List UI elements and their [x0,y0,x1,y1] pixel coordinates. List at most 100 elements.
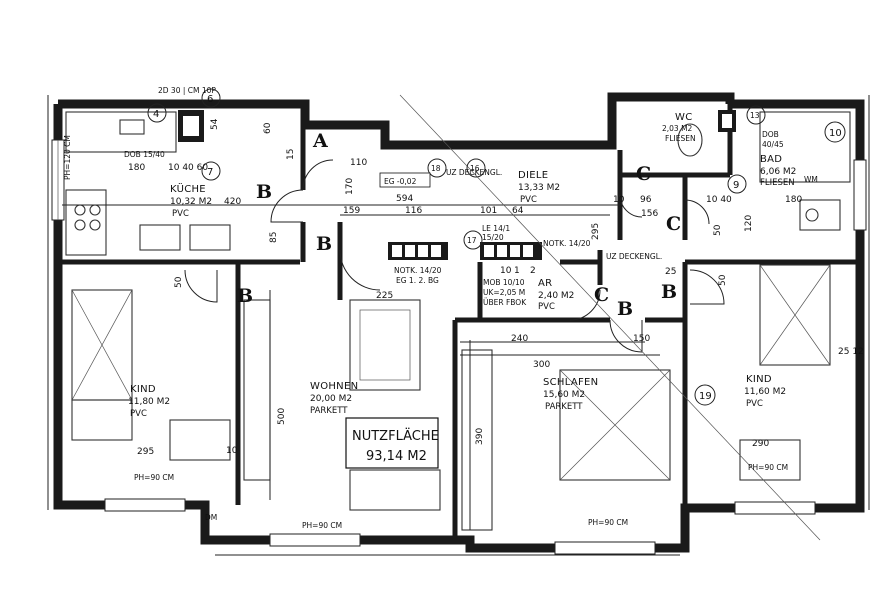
room-labels: KÜCHE 10,32 M2 PVC DIELE 13,33 M2 PVC WC… [128,112,796,419]
toilet [677,123,703,157]
door-schlafen [609,319,643,353]
window-kind-left [104,498,186,512]
circle-16 [466,158,486,178]
dim-85: 85 [269,232,279,243]
bath-flue-inner [722,114,732,128]
notes: EG -0,02 UZ DECKENGL. UZ DECKENGL. NOTK.… [124,86,818,522]
bath-num: 40/45 [762,140,784,149]
door-mark-c1: C [636,163,651,185]
dim-96: 96 [640,195,652,205]
window-schlafen [554,541,656,555]
dimension-lines [62,94,821,541]
kitchen-chair-2 [189,224,231,251]
circle-9-label: 9 [733,180,739,191]
room-kind-left-material: PVC [130,409,147,419]
circle-16-label: 16 [470,164,480,173]
room-ar-material: PVC [538,302,555,312]
dim-15: 15 [286,149,296,160]
dm-label: DM [205,513,217,522]
room-kind-right-area: 11,60 M2 [744,387,786,397]
dim-150: 150 [633,334,650,344]
wardrobe-schlafen [461,349,493,531]
ph-labels: PH=90 CM PH=90 CM PH=90 CM PH=90 CM PH=1… [63,135,788,530]
circle-4-label: 4 [153,109,159,120]
room-kind-left-area: 11,80 M2 [128,397,170,407]
room-wohnen-area: 20,00 M2 [310,394,352,404]
circle-17-label: 17 [467,236,477,245]
door-marks: A B B B B B C C C [237,130,681,320]
interior-walls [62,104,860,548]
room-wc-name: WC [675,112,692,123]
room-diele-area: 13,33 M2 [518,183,560,193]
level-box [379,172,431,188]
bath-sink-basin [805,208,819,222]
shaft-cell-2 [405,245,415,257]
dim-300: 300 [533,360,550,370]
kitchen-counter-top [65,111,177,153]
kitchen-sink [119,119,145,135]
room-wohnen-name: WOHNEN [310,381,358,392]
room-ar-name: AR [538,278,552,289]
room-diele-material: PVC [520,195,537,205]
door-mark-b4: B [617,298,633,320]
circle-9 [727,174,747,194]
door-mark-c3: C [594,284,609,306]
door-ar [569,289,601,321]
room-wohnen-material: PARKETT [310,406,348,416]
mob-3: ÜBER FBOK [483,298,527,307]
windows [51,139,867,555]
dimension-texts: 180 10 40 60 420 170 110 594 159 116 101… [128,118,864,457]
stove-burner-2 [89,204,101,216]
circle-6-label: 6 [207,94,213,105]
door-bad [684,199,710,225]
window-wohnen [269,533,361,547]
room-diele-name: DIELE [518,170,548,181]
ph-kind-right: PH=90 CM [748,463,788,472]
room-kind-left-name: KIND [130,384,156,395]
circle-numbers: 4 6 7 18 16 17 9 13 10 19 [147,88,846,406]
wardrobe-kind-left [71,399,133,441]
furniture [65,111,851,531]
dim-295a: 295 [137,447,154,457]
kitchen-dob: DOB 15/40 [124,150,165,159]
circle-13-label: 13 [750,111,760,120]
stove-burner-3 [74,219,86,231]
ph-kitchen-side: PH=120 CM [63,135,72,180]
stove-burner-1 [74,204,86,216]
ph-wohnen: PH=90 CM [302,521,342,530]
shaft2-cell-2 [497,245,507,257]
circle-17 [463,230,483,250]
kitchen-flue-inner [183,116,199,136]
dim-156: 156 [641,209,658,219]
le-line: LE 14/1 [482,224,510,233]
dim-170: 170 [345,178,355,195]
bath-dob: DOB [762,130,779,139]
shaft2-cell-1 [484,245,494,257]
door-entry [302,159,334,191]
bed-kind-left-diag2 [71,289,133,401]
door-mark-c2: C [666,213,681,235]
dim-10d: 10 [500,266,512,276]
ph-schlafen: PH=90 CM [588,518,628,527]
dim-225: 225 [376,291,393,301]
dim-2: 2 [530,266,536,276]
eg-line: EG 1. 2. BG [396,276,439,285]
dim-64: 64 [512,206,524,216]
dim-60: 60 [263,122,273,134]
door-mark-b1: B [256,181,272,203]
dim-290: 290 [752,439,769,449]
dim-104060: 10 40 60 [168,163,208,173]
room-bad-area: 6,06 M2 [760,167,796,177]
desk-kind-left [169,419,231,461]
bed-kind-right-diag2 [759,264,831,366]
room-schlafen-name: SCHLAFEN [543,377,598,388]
mob-1: MOB 10/10 [483,278,525,287]
room-schlafen-area: 15,60 M2 [543,390,585,400]
bath-sink [799,199,841,231]
s-line: 15/20 [482,233,504,242]
shaft2-cell-4 [523,245,533,257]
circle-10-label: 10 [829,128,842,139]
door-mark-b5: B [661,281,677,303]
circle-19 [694,384,716,406]
dim-180a: 180 [128,163,145,173]
